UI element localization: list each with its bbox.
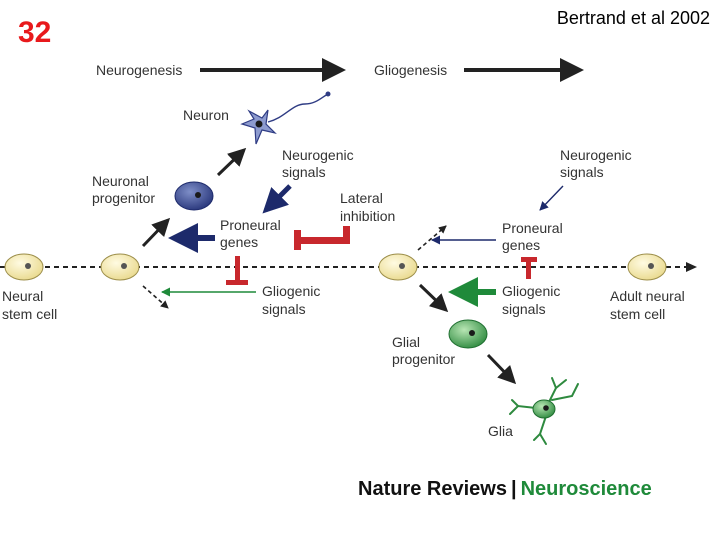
neural-stem-cell-label-1: Neural — [2, 288, 43, 304]
neurogenic-signals-right-arrow — [539, 185, 564, 211]
neuronal-progenitor-label-1: Neuronal — [92, 173, 149, 189]
glia-cell — [509, 377, 579, 445]
gliogenic-signals-right-label-1: Gliogenic — [502, 283, 560, 299]
stem-to-glial-dashed-arrow-left — [142, 285, 169, 309]
gliogenic-signals-left-label-1: Gliogenic — [262, 283, 320, 299]
gliogenic-signals-right-label-2: signals — [502, 301, 546, 317]
slide-number: 32 — [18, 16, 52, 49]
lineage-line-arrowhead — [686, 262, 697, 272]
proneural-genes-left-label-2: genes — [220, 234, 258, 250]
neuronal-progenitor-label-2: progenitor — [92, 190, 155, 206]
neuron-cell — [240, 91, 331, 145]
lateral-inhibition-label-1: Lateral — [340, 190, 383, 206]
citation: Bertrand et al 2002 — [556, 8, 710, 28]
gliogenesis-label: Gliogenesis — [374, 62, 447, 78]
neurogenic-signals-right-label-1: Neurogenic — [560, 147, 632, 163]
neurogenic-signals-left-label-1: Neurogenic — [282, 147, 354, 163]
adult-neural-stem-cell-label-2: stem cell — [610, 306, 665, 322]
neural-stem-cell — [4, 253, 44, 281]
neurogenic-signals-right-label-2: signals — [560, 164, 604, 180]
lateral-inhibition-symbol — [294, 226, 350, 250]
proneural-genes-right-label-1: Proneural — [502, 220, 563, 236]
stem-to-neuronal-progenitor-arrow — [141, 217, 171, 248]
glia-label: Glia — [488, 423, 513, 439]
adult-neural-stem-cell — [627, 253, 667, 281]
neurogenesis-label: Neurogenesis — [96, 62, 182, 78]
neuron-label: Neuron — [183, 107, 229, 123]
glial-progenitor-label-1: Glial — [392, 334, 420, 350]
proneural-genes-left-label-1: Proneural — [220, 217, 281, 233]
neurogenic-signals-left-label-2: signals — [282, 164, 326, 180]
proneural-inhibition-left — [226, 256, 248, 285]
adult-neural-stem-cell-label-1: Adult neural — [610, 288, 685, 304]
journal-section: Neuroscience — [520, 478, 652, 500]
early-stem-cell — [100, 253, 140, 281]
glial-progenitor-to-glia-arrow — [486, 353, 517, 385]
neurogenic-signals-left-arrow — [262, 184, 292, 214]
proneural-genes-right-label-2: genes — [502, 237, 540, 253]
journal-name: Nature Reviews — [358, 478, 507, 500]
neural-stem-cell-label-2: stem cell — [2, 306, 57, 322]
glial-progenitor-label-2: progenitor — [392, 351, 455, 367]
stem-to-neuronal-dashed-arrow-right — [417, 225, 447, 251]
late-stem-cell — [378, 253, 418, 281]
stem-to-glial-progenitor-arrow — [418, 283, 449, 313]
glial-progenitor-cell — [448, 319, 488, 349]
progenitor-to-neuron-arrow — [216, 147, 247, 177]
proneural-inhibition-right — [521, 257, 537, 279]
journal-separator: | — [510, 478, 517, 500]
gliogenic-signals-left-label-2: signals — [262, 301, 306, 317]
journal-branding: Nature Reviews|Neuroscience — [358, 478, 652, 501]
neuronal-progenitor-cell — [174, 181, 214, 211]
lateral-inhibition-label-2: inhibition — [340, 208, 395, 224]
